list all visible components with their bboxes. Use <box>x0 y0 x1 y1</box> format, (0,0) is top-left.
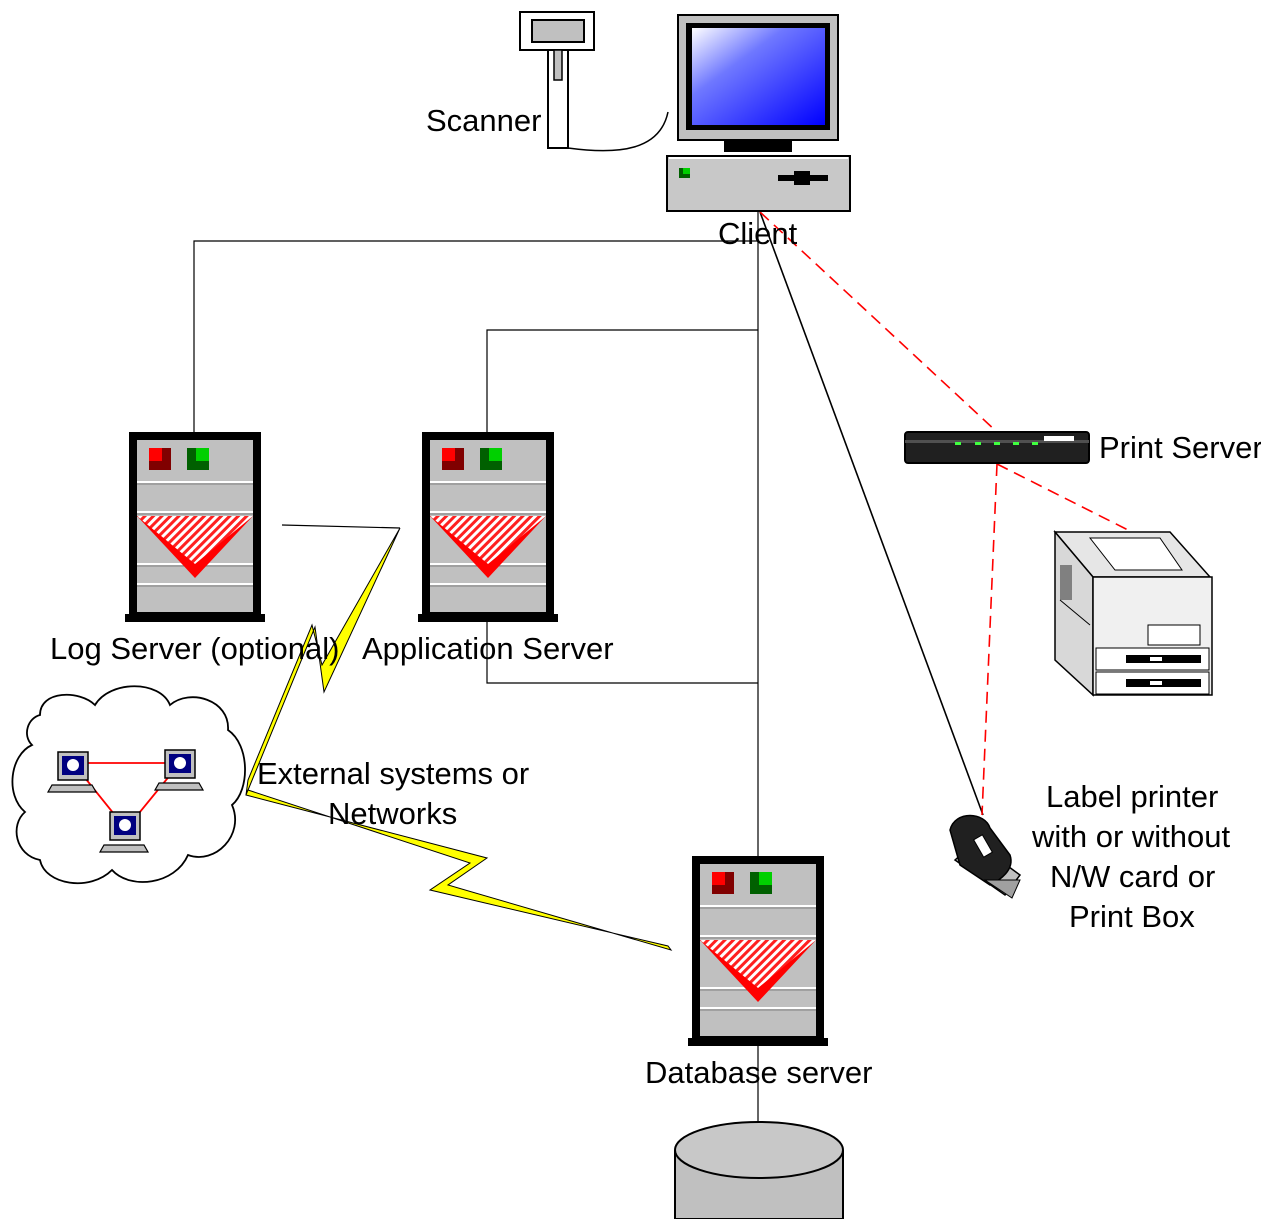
database-server-label: Database server <box>645 1055 872 1090</box>
lightning-app-server-icon <box>245 527 401 796</box>
application-server-icon <box>418 432 558 622</box>
label-printer-label-line1: Label printer <box>1046 779 1218 814</box>
log-server-icon <box>125 432 265 622</box>
database-server-icon <box>688 856 828 1046</box>
network-computer-icon <box>98 811 150 853</box>
client-label-printer-link <box>759 211 984 816</box>
desktop-computer-icon <box>666 14 851 212</box>
network-computer-icon <box>153 749 205 791</box>
label-printer-label-line2: with or without <box>1031 819 1231 854</box>
application-server-label: Application Server <box>362 631 614 666</box>
network-cloud-icon <box>11 685 246 884</box>
database-cylinder-icon <box>674 1121 844 1219</box>
print-links <box>759 211 1133 816</box>
scanner-label: Scanner <box>426 103 541 138</box>
laser-printer-icon <box>1053 529 1213 697</box>
print-server-label-link <box>981 463 998 816</box>
label-printer-icon <box>949 814 1022 899</box>
wireless-links <box>245 527 673 951</box>
label-printer-label-line4: Print Box <box>1069 899 1195 934</box>
log-server-link <box>193 240 758 434</box>
lightning-database-icon <box>245 789 673 951</box>
network-computer-icon <box>46 751 98 793</box>
print-server-box-icon <box>904 431 1090 464</box>
barcode-scanner-icon <box>519 11 669 152</box>
print-server-label: Print Server <box>1099 430 1261 465</box>
connection-lines <box>193 210 984 1125</box>
client-print-server-link <box>759 211 998 433</box>
client-label: Client <box>718 216 798 251</box>
label-printer-label-line3: N/W card or <box>1050 859 1215 894</box>
app-server-lower-link <box>486 618 758 684</box>
external-systems-label-line2: Networks <box>328 796 457 831</box>
log-to-app-link <box>281 524 401 529</box>
log-server-label: Log Server (optional) <box>50 631 340 666</box>
app-server-upper-link <box>486 329 758 434</box>
print-server-laser-link <box>996 463 1133 533</box>
external-systems-label-line1: External systems or <box>257 756 529 791</box>
